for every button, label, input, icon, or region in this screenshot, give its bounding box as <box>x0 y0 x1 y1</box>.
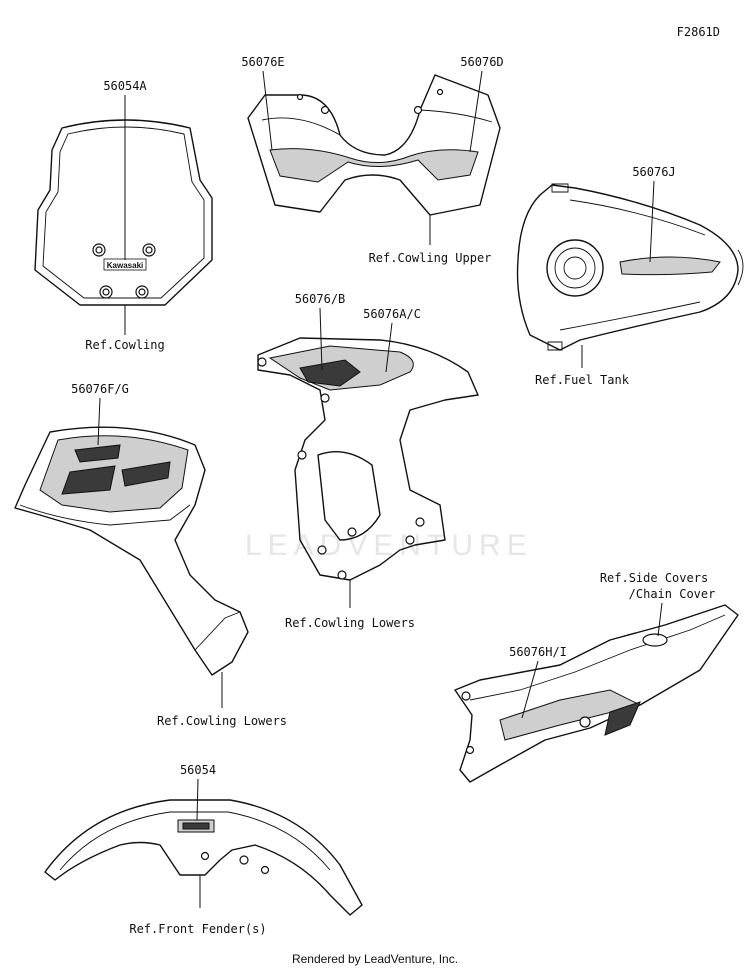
leader-line <box>319 307 323 371</box>
part-no-56076D: 56076D <box>460 55 503 69</box>
ref-fuel-tank-label: Ref.Fuel Tank <box>535 373 630 387</box>
part-no-56054: 56054 <box>180 763 216 777</box>
ref-side-covers-label: Ref.Side Covers <box>600 571 708 585</box>
watermark: LEADVENTURE <box>245 529 533 562</box>
ref-front-fender-label: Ref.Front Fender(s) <box>129 922 266 936</box>
side-cover-part <box>454 604 739 783</box>
lower-cowl-part <box>14 426 249 676</box>
figure-code: F2861D <box>677 25 720 39</box>
ref-cowling-label: Ref.Cowling <box>85 338 164 352</box>
leader-line <box>469 70 483 153</box>
kawasaki-logo: Kawasaki <box>107 261 143 270</box>
leader-line <box>196 778 199 821</box>
ref-cowling-lowers-label-2: Ref.Cowling Lowers <box>157 714 287 728</box>
part-no-56076J: 56076J <box>632 165 675 179</box>
ref-chain-cover-label: /Chain Cover <box>629 587 716 601</box>
footer-credit: Rendered by LeadVenture, Inc. <box>292 952 458 966</box>
part-no-56076A-C: 56076A/C <box>363 307 421 321</box>
side-cowl-part <box>257 337 479 581</box>
part-no-56076E: 56076E <box>241 55 284 69</box>
fuel-tank-part <box>516 183 744 351</box>
leader-line <box>97 397 101 446</box>
leader-line <box>657 602 663 637</box>
leader-line <box>385 322 393 373</box>
front-fender-part <box>44 799 363 916</box>
part-no-56076-B: 56076/B <box>295 292 346 306</box>
upper-cowl-part <box>247 74 501 216</box>
windshield-part: Kawasaki <box>34 119 213 306</box>
ref-cowling-upper-label: Ref.Cowling Upper <box>369 251 492 265</box>
part-no-56076H-I: 56076H/I <box>509 645 567 659</box>
leader-line <box>262 70 273 151</box>
part-no-56054A: 56054A <box>103 79 147 93</box>
ref-cowling-lowers-label-1: Ref.Cowling Lowers <box>285 616 415 630</box>
part-no-56076F-G: 56076F/G <box>71 382 129 396</box>
leader-line <box>521 660 539 719</box>
leader-line <box>649 180 655 263</box>
